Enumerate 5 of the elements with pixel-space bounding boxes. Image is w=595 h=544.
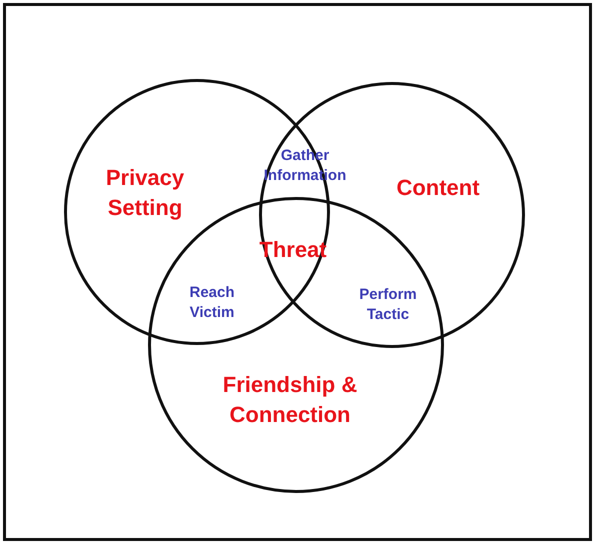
circle-label: Content [395,174,481,202]
circle-label: Privacy Setting [104,164,186,222]
overlap-label: Perform Tactic [358,285,418,325]
overlap-label: Reach Victim [188,283,236,323]
circle-label: Friendship & Connection [222,371,358,429]
